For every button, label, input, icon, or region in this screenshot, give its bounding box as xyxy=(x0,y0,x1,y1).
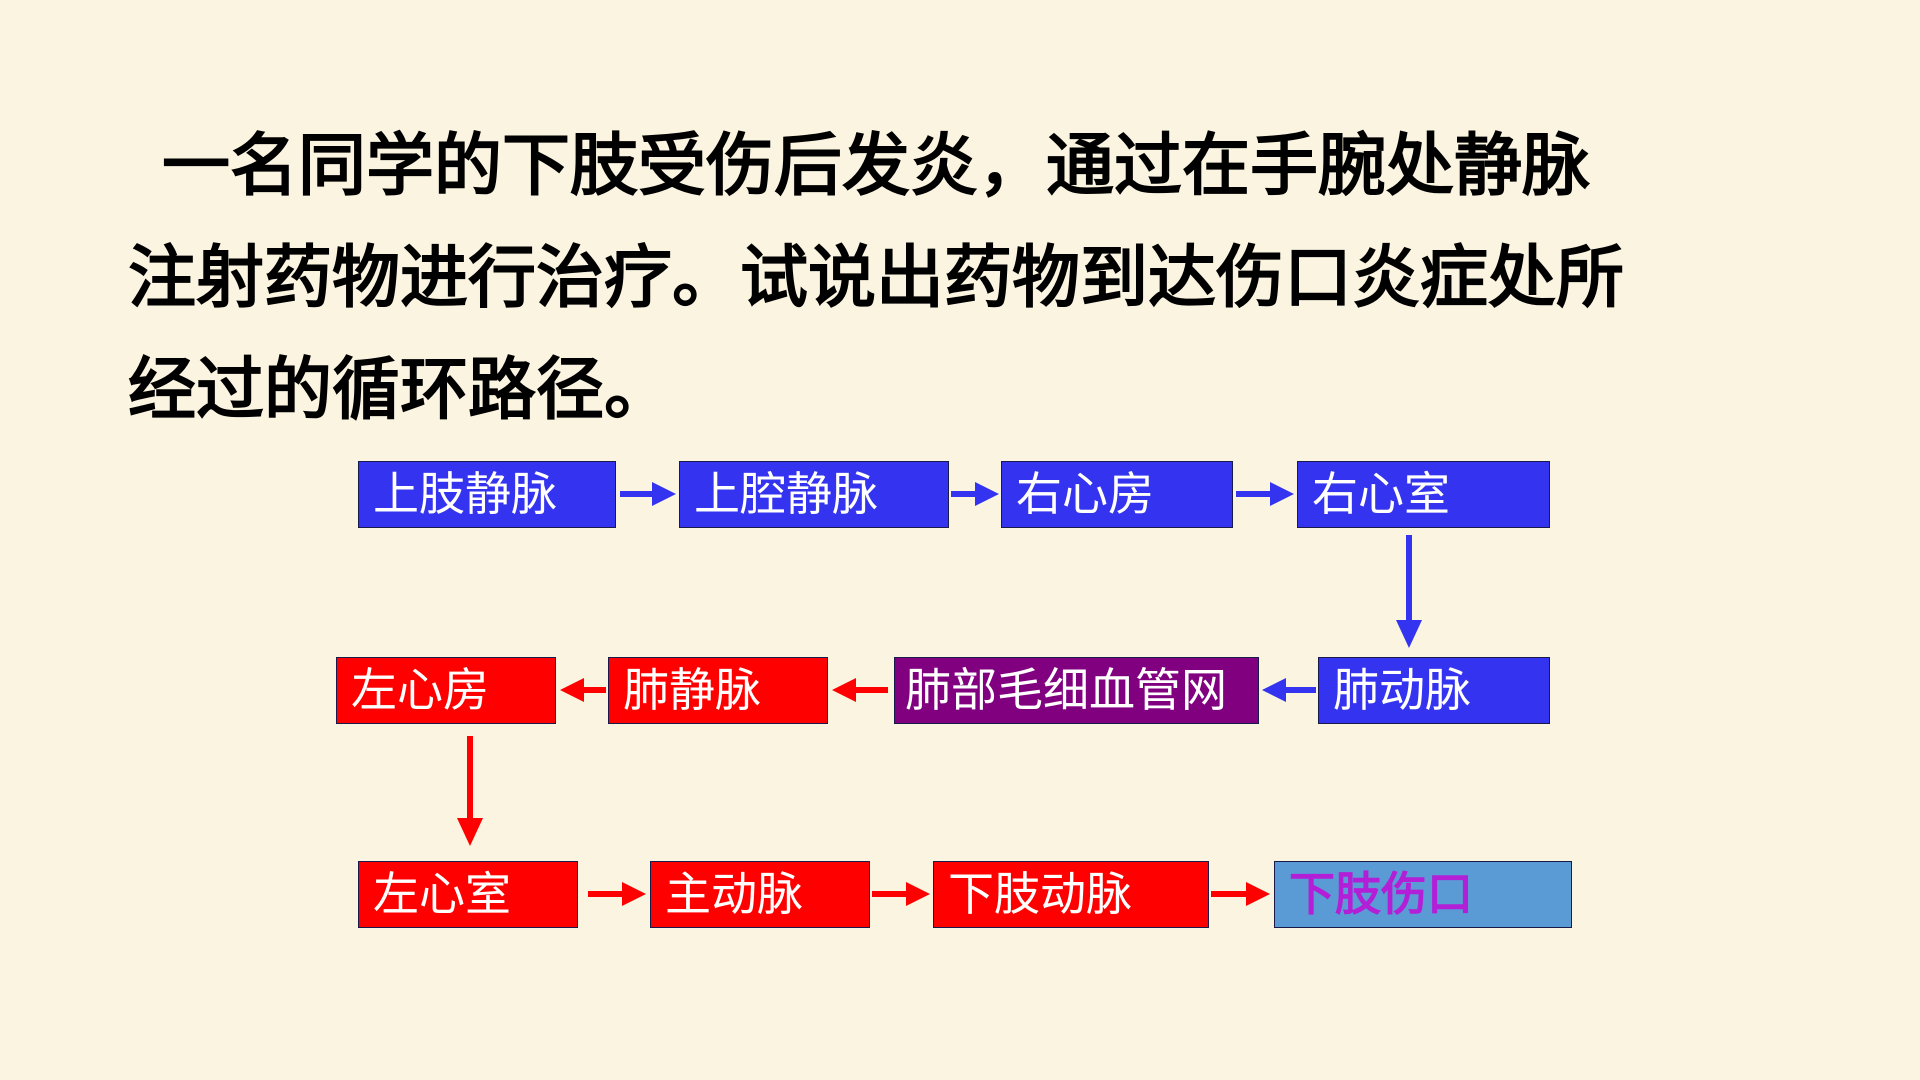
box-lower-limb-wound: 下肢伤口 xyxy=(1274,861,1572,928)
box-upper-limb-vein: 上肢静脉 xyxy=(358,461,616,528)
arrow-right-ventricle-to-pulmonary-artery xyxy=(1396,535,1422,648)
arrow-left-ventricle-to-aorta xyxy=(588,882,646,906)
arrow-aorta-to-lower-limb-artery xyxy=(872,882,930,906)
arrow-pulmonary-vein-to-left-atrium xyxy=(560,678,606,702)
arrow-pulmonary-artery-to-capillaries xyxy=(1262,678,1316,702)
box-left-atrium: 左心房 xyxy=(336,657,556,724)
box-left-ventricle: 左心室 xyxy=(358,861,578,928)
arrow-left-atrium-to-left-ventricle xyxy=(457,736,483,846)
box-superior-vena-cava: 上腔静脉 xyxy=(679,461,949,528)
box-right-atrium: 右心房 xyxy=(1001,461,1233,528)
question-line-3: 经过的循环路径。 xyxy=(128,350,673,430)
box-right-ventricle: 右心室 xyxy=(1297,461,1550,528)
box-pulmonary-vein: 肺静脉 xyxy=(608,657,828,724)
arrow-svc-to-right-atrium xyxy=(951,482,999,506)
arrow-right-atrium-to-right-ventricle xyxy=(1236,482,1294,506)
box-pulmonary-capillaries: 肺部毛细血管网 xyxy=(894,657,1259,724)
box-pulmonary-artery: 肺动脉 xyxy=(1318,657,1550,724)
question-line-2: 注射药物进行治疗。试说出药物到达伤口炎症处所 xyxy=(128,238,1625,318)
question-text: 一名同学的下肢受伤后发炎，通过在手腕处静脉 注射药物进行治疗。试说出药物到达伤口… xyxy=(128,110,1728,446)
arrow-capillaries-to-pulmonary-vein xyxy=(832,678,888,702)
box-aorta: 主动脉 xyxy=(650,861,870,928)
arrow-upper-limb-vein-to-svc xyxy=(620,482,676,506)
arrow-lower-limb-artery-to-wound xyxy=(1211,882,1270,906)
box-lower-limb-artery: 下肢动脉 xyxy=(933,861,1209,928)
question-line-1: 一名同学的下肢受伤后发炎，通过在手腕处静脉 xyxy=(162,126,1591,206)
